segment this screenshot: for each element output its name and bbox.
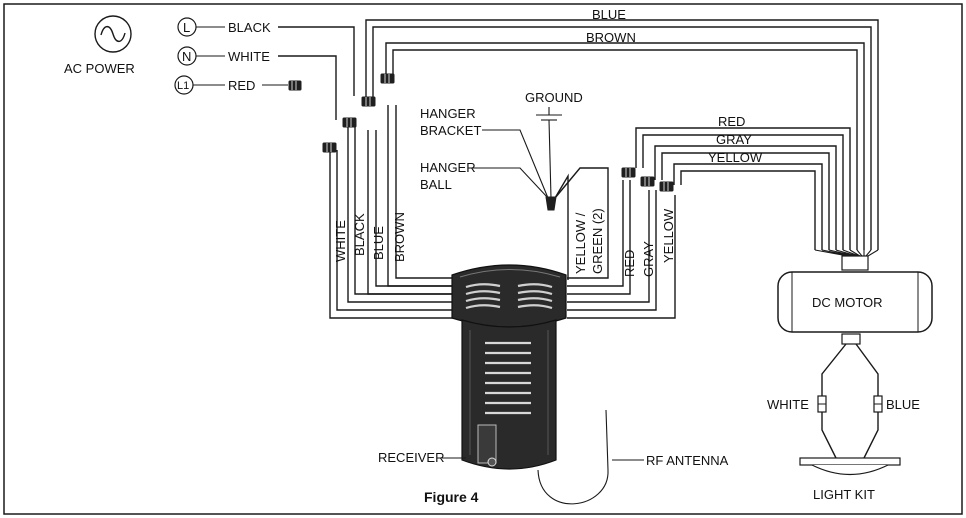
motor-wire-brown-label: BROWN bbox=[586, 30, 636, 45]
receiver-wire-yellow-label: YELLOW bbox=[661, 208, 676, 263]
ground-wire-label: YELLOW /GREEN (2) bbox=[573, 208, 605, 274]
receiver-wire-blue-label: BLUE bbox=[371, 226, 386, 260]
motor-top-collar bbox=[841, 255, 869, 271]
dc-motor-label: DC MOTOR bbox=[812, 295, 883, 310]
light-kit-connector-white bbox=[817, 395, 827, 413]
terminal-n-symbol: N bbox=[182, 49, 191, 64]
receiver-screw bbox=[487, 457, 497, 467]
motor-wire-gray-label: GRAY bbox=[716, 132, 752, 147]
rf-antenna-label: RF ANTENNA bbox=[646, 453, 729, 468]
wire-nut-black bbox=[342, 117, 357, 128]
source-wire-white-label: WHITE bbox=[228, 49, 270, 64]
receiver-wire-gray-label: GRAY bbox=[641, 241, 656, 277]
diagram-frame bbox=[3, 3, 963, 515]
terminal-l: L bbox=[177, 17, 225, 37]
ac-power-label: AC POWER bbox=[64, 61, 135, 76]
receiver-unit bbox=[451, 264, 567, 470]
wire-nut-blue bbox=[361, 96, 376, 107]
ground-wire-nut bbox=[545, 196, 557, 211]
wire-nut-red-cap bbox=[288, 80, 302, 91]
wire-nut-brown bbox=[380, 73, 395, 84]
light-kit-wire-blue-label: BLUE bbox=[886, 397, 920, 412]
motor-bottom-collar bbox=[841, 333, 861, 345]
terminal-n: N bbox=[177, 46, 225, 66]
source-wire-red-label: RED bbox=[228, 78, 255, 93]
light-kit bbox=[799, 457, 901, 476]
receiver-wire-red-label: RED bbox=[622, 250, 637, 277]
source-wire-black-label: BLACK bbox=[228, 20, 271, 35]
wire-nut-yellow-motor bbox=[659, 181, 674, 192]
motor-wire-red-label: RED bbox=[718, 114, 745, 129]
terminal-l1: L1 bbox=[174, 75, 225, 95]
terminal-l1-symbol: L1 bbox=[177, 80, 189, 92]
receiver-top-vents bbox=[465, 283, 553, 310]
receiver-label: RECEIVER bbox=[378, 450, 444, 465]
receiver-body-vents bbox=[485, 341, 531, 415]
light-kit-wire-white-label: WHITE bbox=[767, 397, 809, 412]
wire-nut-gray-motor bbox=[640, 176, 655, 187]
motor-wire-yellow-label: YELLOW bbox=[708, 150, 763, 165]
terminal-l-symbol: L bbox=[183, 20, 190, 35]
rf-antenna-wire bbox=[537, 409, 609, 505]
dc-motor bbox=[777, 271, 933, 333]
ground-label: GROUND bbox=[525, 90, 583, 105]
receiver-wire-brown-label: BROWN bbox=[392, 212, 407, 262]
wire-nut-white bbox=[322, 142, 337, 153]
motor-wire-blue-label: BLUE bbox=[592, 7, 626, 22]
wire-nut-red-motor bbox=[621, 167, 636, 178]
figure-caption: Figure 4 bbox=[424, 489, 479, 505]
receiver-wire-black-label: BLACK bbox=[352, 213, 367, 256]
receiver-wire-white-label: WHITE bbox=[333, 220, 348, 262]
ac-power-symbol bbox=[94, 15, 132, 53]
light-kit-label: LIGHT KIT bbox=[813, 487, 875, 502]
light-kit-connector-blue bbox=[873, 395, 883, 413]
receiver-label-panel bbox=[477, 424, 497, 464]
